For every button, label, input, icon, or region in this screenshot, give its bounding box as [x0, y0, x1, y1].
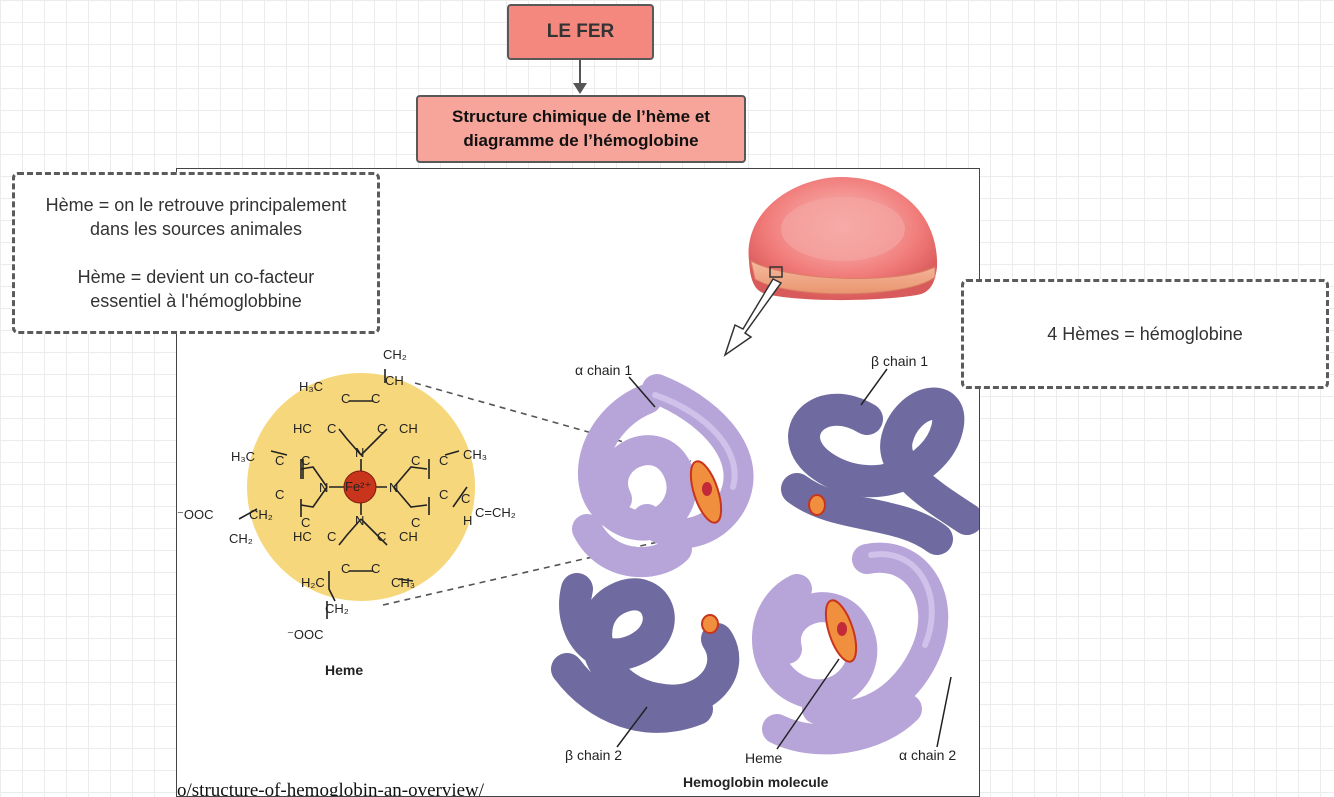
heme-caption: Heme — [325, 662, 363, 678]
svg-text:C: C — [371, 561, 380, 576]
svg-text:C: C — [371, 391, 380, 406]
chain-pointers — [616, 368, 952, 750]
heme-pointer-label: Heme — [745, 750, 783, 766]
svg-text:C: C — [275, 487, 284, 502]
svg-text:C: C — [411, 515, 420, 530]
connector-arrow — [573, 60, 587, 94]
svg-text:H₂C: H₂C — [301, 575, 325, 590]
node-le-fer[interactable]: LE FER — [507, 4, 654, 60]
svg-text:CH₂: CH₂ — [383, 347, 407, 362]
svg-text:N: N — [355, 445, 364, 460]
iron-label: Fe²⁺ — [345, 479, 371, 494]
note-left-line4: essentiel à l'hémoglobbine — [90, 291, 302, 311]
svg-text:C: C — [327, 421, 336, 436]
svg-text:CH₃: CH₃ — [463, 447, 487, 462]
beta-chain-2 — [551, 573, 740, 733]
svg-text:C: C — [301, 515, 310, 530]
svg-text:⁻OOC: ⁻OOC — [177, 507, 213, 522]
svg-text:⁻OOC: ⁻OOC — [287, 627, 323, 642]
svg-text:CH₃: CH₃ — [391, 575, 415, 590]
svg-text:C: C — [275, 453, 284, 468]
svg-text:HC: HC — [293, 529, 312, 544]
svg-text:CH₂: CH₂ — [325, 601, 349, 616]
note-four-hemes[interactable]: 4 Hèmes = hémoglobine — [961, 279, 1329, 389]
svg-text:CH: CH — [399, 529, 418, 544]
alpha-chain-2 — [752, 542, 949, 755]
alpha-chain-2-label: α chain 2 — [899, 747, 956, 763]
svg-text:H₃C: H₃C — [231, 449, 255, 464]
svg-text:N: N — [389, 480, 398, 495]
svg-text:C: C — [301, 453, 310, 468]
zoom-arrow — [723, 278, 783, 357]
zoom-line-bottom — [382, 532, 698, 606]
node-structure[interactable]: Structure chimique de l’hème et diagramm… — [416, 95, 746, 163]
alpha-chain-1-label: α chain 1 — [575, 362, 632, 378]
note-right-text: 4 Hèmes = hémoglobine — [1047, 324, 1243, 344]
svg-text:C: C — [341, 561, 350, 576]
svg-text:C: C — [327, 529, 336, 544]
note-left-line3: Hème = devient un co-facteur — [77, 267, 315, 287]
note-left-line2: dans les sources animales — [89, 219, 303, 239]
alpha-chain-1 — [572, 374, 754, 578]
figure-canvas: CH₂ CH H₃C C C HC C C CH N H₃C C C C C C… — [177, 177, 979, 790]
svg-text:C: C — [439, 453, 448, 468]
svg-text:C: C — [461, 491, 470, 506]
svg-text:C: C — [439, 487, 448, 502]
svg-text:H: H — [463, 513, 472, 528]
beta-chain-1-label: β chain 1 — [871, 353, 928, 369]
svg-text:N: N — [355, 513, 364, 528]
node-le-fer-label: LE FER — [546, 21, 615, 42]
note-left-line1: Hème = on le retrouve principalement — [45, 195, 347, 215]
beta-chain-1 — [781, 387, 979, 555]
svg-text:C: C — [377, 529, 386, 544]
node-structure-line2: diagramme de l’hémoglobine — [463, 131, 699, 150]
zoom-line-top — [414, 382, 692, 462]
svg-text:N: N — [319, 480, 328, 495]
red-blood-cell — [748, 177, 938, 301]
svg-text:HC: HC — [293, 421, 312, 436]
svg-text:C: C — [341, 391, 350, 406]
source-url[interactable]: o/structure-of-hemoglobin-an-overview/ — [177, 780, 485, 797]
svg-text:C: C — [411, 453, 420, 468]
svg-text:H₃C: H₃C — [299, 379, 323, 394]
svg-text:CH: CH — [385, 373, 404, 388]
note-heme-sources[interactable]: Hème = on le retrouve principalement dan… — [12, 172, 380, 334]
hemoglobin-molecule — [551, 374, 979, 755]
beta-chain-2-label: β chain 2 — [565, 747, 622, 763]
svg-text:CH: CH — [399, 421, 418, 436]
heme-units — [689, 460, 858, 663]
heme-atoms: CH₂ CH H₃C C C HC C C CH N H₃C C C C C C… — [177, 347, 516, 642]
svg-text:CH₂: CH₂ — [249, 507, 273, 522]
hemoglobin-caption: Hemoglobin molecule — [683, 774, 829, 790]
node-structure-line1: Structure chimique de l’hème et — [452, 107, 710, 126]
svg-text:C: C — [377, 421, 386, 436]
svg-text:C=CH₂: C=CH₂ — [475, 505, 516, 520]
svg-text:CH₂: CH₂ — [229, 531, 253, 546]
iron-atom — [343, 470, 377, 504]
